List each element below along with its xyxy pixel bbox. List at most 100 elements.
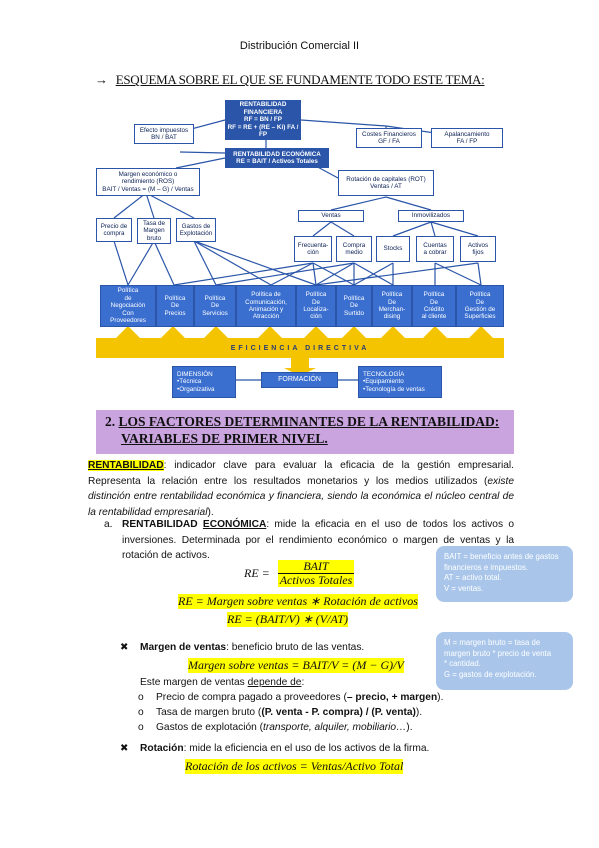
subitem-1: Precio de compra pagado a proveedores (–… (156, 690, 476, 706)
pol-3-l2: Animación y (248, 306, 284, 313)
pol-8-l0: Política (469, 291, 491, 299)
compra-medio-line-1: Compra (342, 241, 366, 249)
apalancamiento-formula: FA / FP (456, 138, 478, 145)
pol-1-l0: Política (164, 294, 186, 302)
activos-fijos-line-1: Activos (467, 241, 489, 249)
margen-bullet: ✖ (120, 642, 129, 653)
depende-colon: : (301, 677, 305, 688)
pol-2-l0: Política (204, 294, 226, 302)
ventas-box: Ventas (298, 210, 364, 222)
rf-title: RENTABILIDAD FINANCIERA (239, 101, 287, 116)
rentabilidad-italic: existe distinción entre rentabilidad eco… (88, 475, 514, 518)
tecnologia-item-1: •Equipamiento (363, 378, 404, 386)
pol-6-l1: De (387, 298, 397, 306)
efecto-formula: BN / BAT (151, 134, 177, 141)
subitem-3-prefix: Gastos de explotación ( (156, 722, 264, 733)
pol-0-l2: Negociación (110, 302, 146, 310)
depende-line: Este margen de ventas depende de: (140, 675, 440, 691)
pol-8-l1: De (475, 298, 485, 306)
note2-line-1: M = margen bruto = tasa de (444, 638, 541, 647)
ros-line-2: rendimiento (ROS) (121, 178, 175, 186)
pol-0-l4: Proveedores (110, 317, 146, 325)
margen-description: : beneficio bruto de las ventas. (226, 642, 365, 653)
pol-0-l0: Política (117, 287, 139, 295)
apalancamiento-label: Apalancamiento (444, 130, 490, 138)
eficiencia-directiva-bar: EFICIENCIA DIRECTIVA (96, 338, 504, 358)
subitem-3: Gastos de explotación (transporte, alqui… (156, 720, 476, 736)
pol-4-l2: Localiza- (303, 306, 329, 313)
subitem-1-bold: – precio, + margen (346, 692, 438, 703)
pol-0-l3: Con (122, 309, 134, 317)
rentabilidad-text-end: ). (207, 506, 214, 518)
dimension-title: DIMENSIÓN (177, 370, 213, 378)
schema-title: →ESQUEMA SOBRE EL QUE SE FUNDAMENTE TODO… (95, 72, 485, 88)
pol-6-l2: Merchan- (378, 306, 406, 313)
note1-line-3: AT = activo total. (444, 573, 502, 582)
pol-7-l3: al cliente (421, 313, 447, 321)
pol-5-l0: Política (343, 294, 365, 302)
pol-3-l3: Atracción (252, 313, 280, 321)
section-highlight (96, 410, 514, 454)
precio-compra-line-2: compra (103, 230, 125, 237)
section-title-line-1: LOS FACTORES DETERMINANTES DE LA RENTABI… (118, 414, 500, 429)
pol-6-l0: Política (381, 291, 403, 299)
subitem-bullet-2: o (138, 707, 144, 718)
pol-6-l3: dising (383, 313, 401, 321)
pol-1-l2: Precios (164, 309, 186, 317)
re-title: RENTABILIDAD ECONÓMICA (233, 150, 321, 158)
rf-formula-2: RF = RE + (RE – Ki) FA / FP (227, 123, 299, 139)
tecnologia-item-2: •Tecnología de ventas (363, 385, 425, 393)
pol-4-l1: De (311, 298, 321, 306)
inmovilizados-box: Inmovilizados (398, 210, 464, 222)
efecto-label: Efecto impuestos (139, 126, 189, 134)
subitem-1-suffix: ). (437, 692, 444, 703)
frecuentacion-line-1: Frecuenta- (297, 241, 329, 249)
rotacion-description: : mide la eficiencia en el uso de los ac… (183, 743, 430, 754)
frecuentacion-line-2: ción (307, 249, 319, 256)
pol-8-l3: Superficies (464, 313, 496, 321)
formula-re-margin: RE = Margen sobre ventas ∗ Rotación de a… (178, 594, 418, 609)
cuentas-line-2: a cobrar (423, 249, 447, 256)
note-margen-definitions: M = margen bruto = tasa de margen bruto … (436, 632, 573, 690)
pol-2-l1: De (210, 302, 220, 310)
rentabilidad-term: RENTABILIDAD (88, 460, 164, 471)
compra-medio-line-2: medio (345, 249, 363, 256)
gastos-line-2: Explotación (179, 230, 213, 237)
note1-line-2: financieros e impuestos. (444, 562, 529, 572)
subitem-bullet-1: o (138, 692, 144, 703)
rentabilidad-paragraph: RENTABILIDAD: indicador clave para evalu… (88, 458, 514, 520)
formula-rotacion: Rotación de los activos = Ventas/Activo … (185, 759, 404, 774)
note2-line-2: margen bruto * precio de venta (444, 648, 552, 658)
page-header: Distribución Comercial II (239, 40, 360, 52)
pol-4-l0: Política (305, 291, 327, 299)
pol-7-l0: Política (423, 291, 445, 299)
item-a-description: : mide la eficacia en el uso de todos lo… (122, 519, 514, 562)
formula-re-ratio: RE = (BAIT/V) ∗ (V/AT) (227, 612, 349, 627)
margen-text: Margen de ventas: beneficio bruto de las… (140, 640, 430, 656)
pol-7-l2: Crédito (423, 306, 445, 313)
subitem-3-italic: transporte, alquiler, mobiliario… (263, 722, 407, 733)
subitem-2-suffix: ). (415, 707, 423, 718)
formula-re-denominator: Activos Totales (279, 573, 353, 587)
section-number: 2. (105, 414, 116, 429)
pol-2-l2: Servicios (202, 309, 228, 317)
subitem-2: Tasa de margen bruto ((P. venta - P. com… (156, 705, 476, 721)
note1-line-4: V = ventas. (444, 583, 484, 593)
section-title-line-2: VARIABLES DE PRIMER NIVEL. (121, 431, 328, 446)
subitem-2-bold: (P. venta - P. compra) / (P. venta) (261, 707, 416, 718)
ros-line-1: Margen económico o (118, 170, 178, 178)
item-a-label: a. (104, 519, 113, 530)
rot-formula: Ventas / AT (370, 183, 402, 190)
